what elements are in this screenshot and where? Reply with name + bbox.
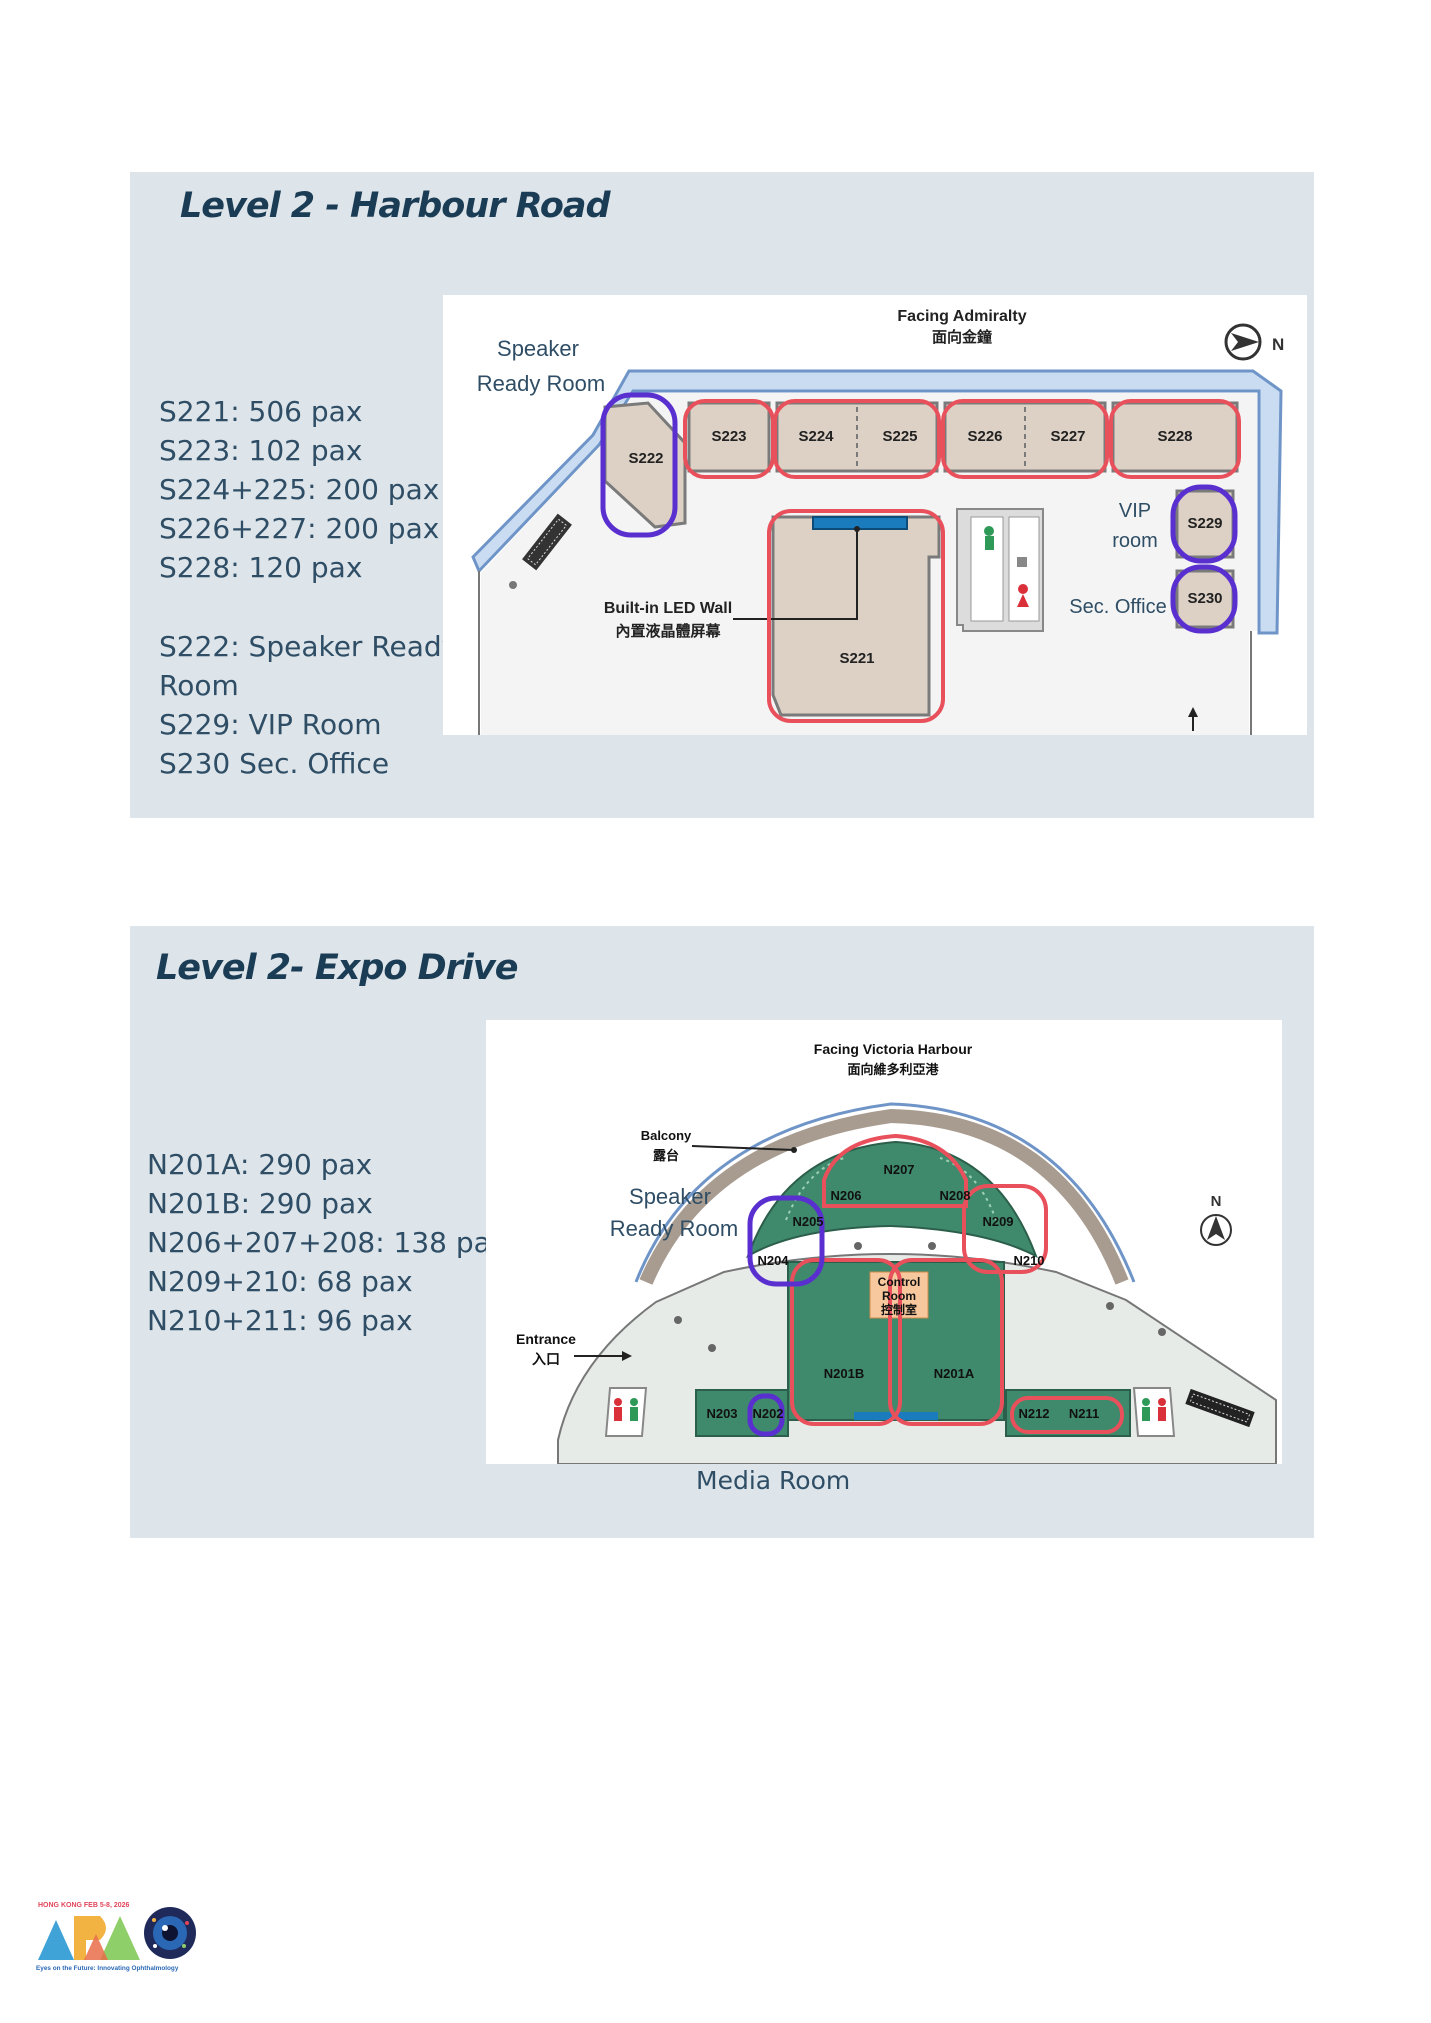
capacity-item: S223: 102 pax — [159, 434, 363, 467]
apao-logo: HONG KONG FEB 5-8, 2026 Eyes on the Futu… — [36, 1902, 196, 1972]
north-label: N — [1272, 335, 1284, 354]
room-s223-block — [687, 401, 771, 473]
capacity-item: S221: 506 pax — [159, 395, 363, 428]
room-label-s226: S226 — [967, 428, 1002, 445]
facing-label-en: Facing Victoria Harbour — [814, 1041, 973, 1057]
room-label-s230: S230 — [1187, 590, 1222, 607]
room-label-n204: N204 — [757, 1253, 789, 1268]
room-label-n205: N205 — [792, 1214, 823, 1229]
room-label-n201b: N201B — [824, 1366, 864, 1381]
n202-highlight — [747, 1393, 785, 1437]
s224-s225-highlight — [773, 399, 941, 479]
room-label-n203: N203 — [706, 1406, 737, 1421]
control-room-label-2: Room — [882, 1289, 916, 1303]
restroom-block — [956, 508, 1044, 632]
n204-n205-highlight — [747, 1195, 825, 1287]
room-label-s221: S221 — [839, 650, 874, 667]
right-restroom-icon — [1132, 1387, 1176, 1437]
escalator-icon — [1185, 1388, 1255, 1428]
capacity-item: S228: 120 pax — [159, 551, 363, 584]
capacity-item: N201B: 290 pax — [147, 1187, 373, 1220]
harbour-road-floor-map: S222 S223 S224 S225 S226 S227 S228 S229 … — [443, 295, 1307, 735]
control-room-label-3: 控制室 — [881, 1302, 917, 1317]
speaker-label-line2: Ready Room — [477, 371, 605, 396]
harbour-room-role-list: S222: Speaker Ready Room S229: VIP Room … — [159, 627, 459, 783]
room-label-s227: S227 — [1050, 428, 1085, 445]
led-wall — [812, 516, 908, 530]
room-role-item: S222: Speaker Ready Room — [159, 630, 459, 702]
harbour-capacity-list: S221: 506 pax S223: 102 pax S224+225: 20… — [159, 392, 439, 587]
vip-label-line1: VIP — [1119, 500, 1151, 522]
room-label-n201a: N201A — [934, 1366, 975, 1381]
n209-n210-highlight — [962, 1184, 1048, 1274]
led-wall-label-en: Built-in LED Wall — [604, 600, 732, 617]
room-s228-block — [1111, 401, 1239, 473]
expo-drive-floor-map: N207 N206 N208 N209 N210 N205 N204 N201B… — [486, 1020, 1282, 1464]
s230-highlight — [1170, 564, 1238, 634]
media-room-label: Media Room — [696, 1466, 851, 1495]
n206-n208-highlight — [822, 1133, 968, 1208]
s229-highlight — [1170, 484, 1238, 564]
room-label-n211: N211 — [1069, 1406, 1099, 1421]
room-role-item: S229: VIP Room — [159, 708, 382, 741]
left-restroom-icon — [604, 1387, 648, 1437]
facing-label-zh: 面向維多利亞港 — [847, 1062, 939, 1077]
female-restroom-icon — [1018, 584, 1028, 594]
sec-office-label: Sec. Office — [1069, 596, 1166, 618]
led-wall-label-zh: 內置液晶體屏幕 — [615, 622, 721, 640]
capacity-item: N201A: 290 pax — [147, 1148, 373, 1181]
balcony-label-en: Balcony — [641, 1128, 692, 1143]
room-label-n212: N212 — [1018, 1406, 1049, 1421]
north-arrow-icon: N — [1200, 1193, 1232, 1246]
capacity-item: N209+210: 68 pax — [147, 1265, 413, 1298]
n201a-highlight — [888, 1258, 1004, 1426]
facing-label-zh: 面向金鐘 — [932, 328, 992, 346]
male-restroom-icon — [984, 526, 994, 536]
room-label-n202: N202 — [752, 1406, 783, 1421]
north-label: N — [1211, 1193, 1222, 1210]
speaker-label-line1: Speaker — [497, 336, 579, 361]
capacity-item: S224+225: 200 pax — [159, 473, 440, 506]
direction-arrow-icon — [1188, 707, 1198, 731]
speaker-label-line2: Ready Room — [610, 1216, 738, 1241]
room-label-n206: N206 — [830, 1188, 861, 1203]
expo-capacity-list: N201A: 290 pax N201B: 290 pax N206+207+2… — [147, 1145, 507, 1340]
control-room-label-1: Control — [878, 1275, 921, 1289]
logo-event-line: HONG KONG FEB 5-8, 2026 — [38, 1902, 130, 1909]
room-label-s224: S224 — [798, 428, 834, 445]
logo-tagline: Eyes on the Future: Innovating Ophthalmo… — [36, 1965, 179, 1972]
s228-highlight — [1109, 399, 1241, 479]
entrance-label-zh: 入口 — [532, 1351, 560, 1367]
room-label-s225: S225 — [882, 428, 917, 445]
room-label-s229: S229 — [1187, 515, 1222, 532]
facing-label-en: Facing Admiralty — [897, 308, 1026, 325]
room-label-n207: N207 — [883, 1162, 914, 1177]
capacity-item: S226+227: 200 pax — [159, 512, 440, 545]
escalator-icon — [522, 513, 572, 571]
north-arrow-icon: N — [1224, 323, 1284, 361]
capacity-item: N210+211: 96 pax — [147, 1304, 413, 1337]
n201b-highlight — [790, 1258, 902, 1426]
s221-highlight — [767, 509, 945, 723]
expo-drive-title: Level 2- Expo Drive — [156, 948, 518, 988]
room-label-s228: S228 — [1157, 428, 1192, 445]
room-label-n209: N209 — [982, 1214, 1013, 1229]
speaker-label-line1: Speaker — [629, 1184, 711, 1209]
entrance-label-en: Entrance — [516, 1331, 576, 1347]
room-label-s222: S222 — [628, 450, 663, 467]
s226-s227-highlight — [941, 399, 1109, 479]
room-label-n210: N210 — [1013, 1253, 1044, 1268]
s222-highlight — [600, 392, 678, 538]
room-role-item: S230 Sec. Office — [159, 747, 390, 780]
room-label-s223: S223 — [711, 428, 746, 445]
room-label-n208: N208 — [939, 1188, 970, 1203]
harbour-road-title: Level 2 - Harbour Road — [180, 186, 611, 226]
balcony-label-zh: 露台 — [653, 1148, 679, 1163]
n212-n211-highlight — [1010, 1396, 1124, 1434]
capacity-item: N206+207+208: 138 pax — [147, 1226, 508, 1259]
vip-label-line2: room — [1112, 530, 1158, 552]
